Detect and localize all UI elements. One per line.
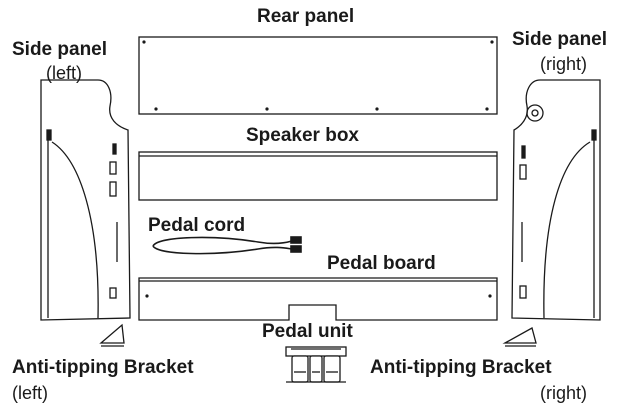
side-panel-right-label: Side panel — [512, 29, 608, 50]
rear-panel — [138, 36, 498, 115]
side-panel-left-sublabel: (left) — [46, 63, 82, 83]
rear-panel-label: Rear panel — [257, 6, 355, 27]
side-panel-left — [40, 79, 131, 321]
side-panel-left-label: Side panel — [12, 39, 108, 60]
pedal-cord-label: Pedal cord — [148, 215, 246, 236]
anti-tipping-bracket-right-label: Anti-tipping Bracket — [370, 357, 552, 378]
anti-tipping-bracket-left-label: Anti-tipping Bracket — [12, 357, 194, 378]
side-panel-right-sublabel: (right) — [540, 54, 588, 74]
anti-tipping-bracket-right — [502, 327, 537, 347]
pedal-unit — [285, 346, 347, 383]
pedal-unit-label: Pedal unit — [262, 321, 353, 342]
speaker-box-label: Speaker box — [246, 125, 359, 146]
speaker-box — [138, 151, 498, 201]
pedal-board-label: Pedal board — [327, 253, 436, 274]
anti-tipping-bracket-right-sublabel: (right) — [540, 383, 588, 403]
pedal-board — [138, 277, 498, 321]
side-panel-right — [511, 79, 601, 321]
anti-tipping-bracket-left-sublabel: (left) — [12, 383, 48, 403]
pedal-cord — [152, 236, 302, 255]
anti-tipping-bracket-left — [99, 323, 125, 347]
